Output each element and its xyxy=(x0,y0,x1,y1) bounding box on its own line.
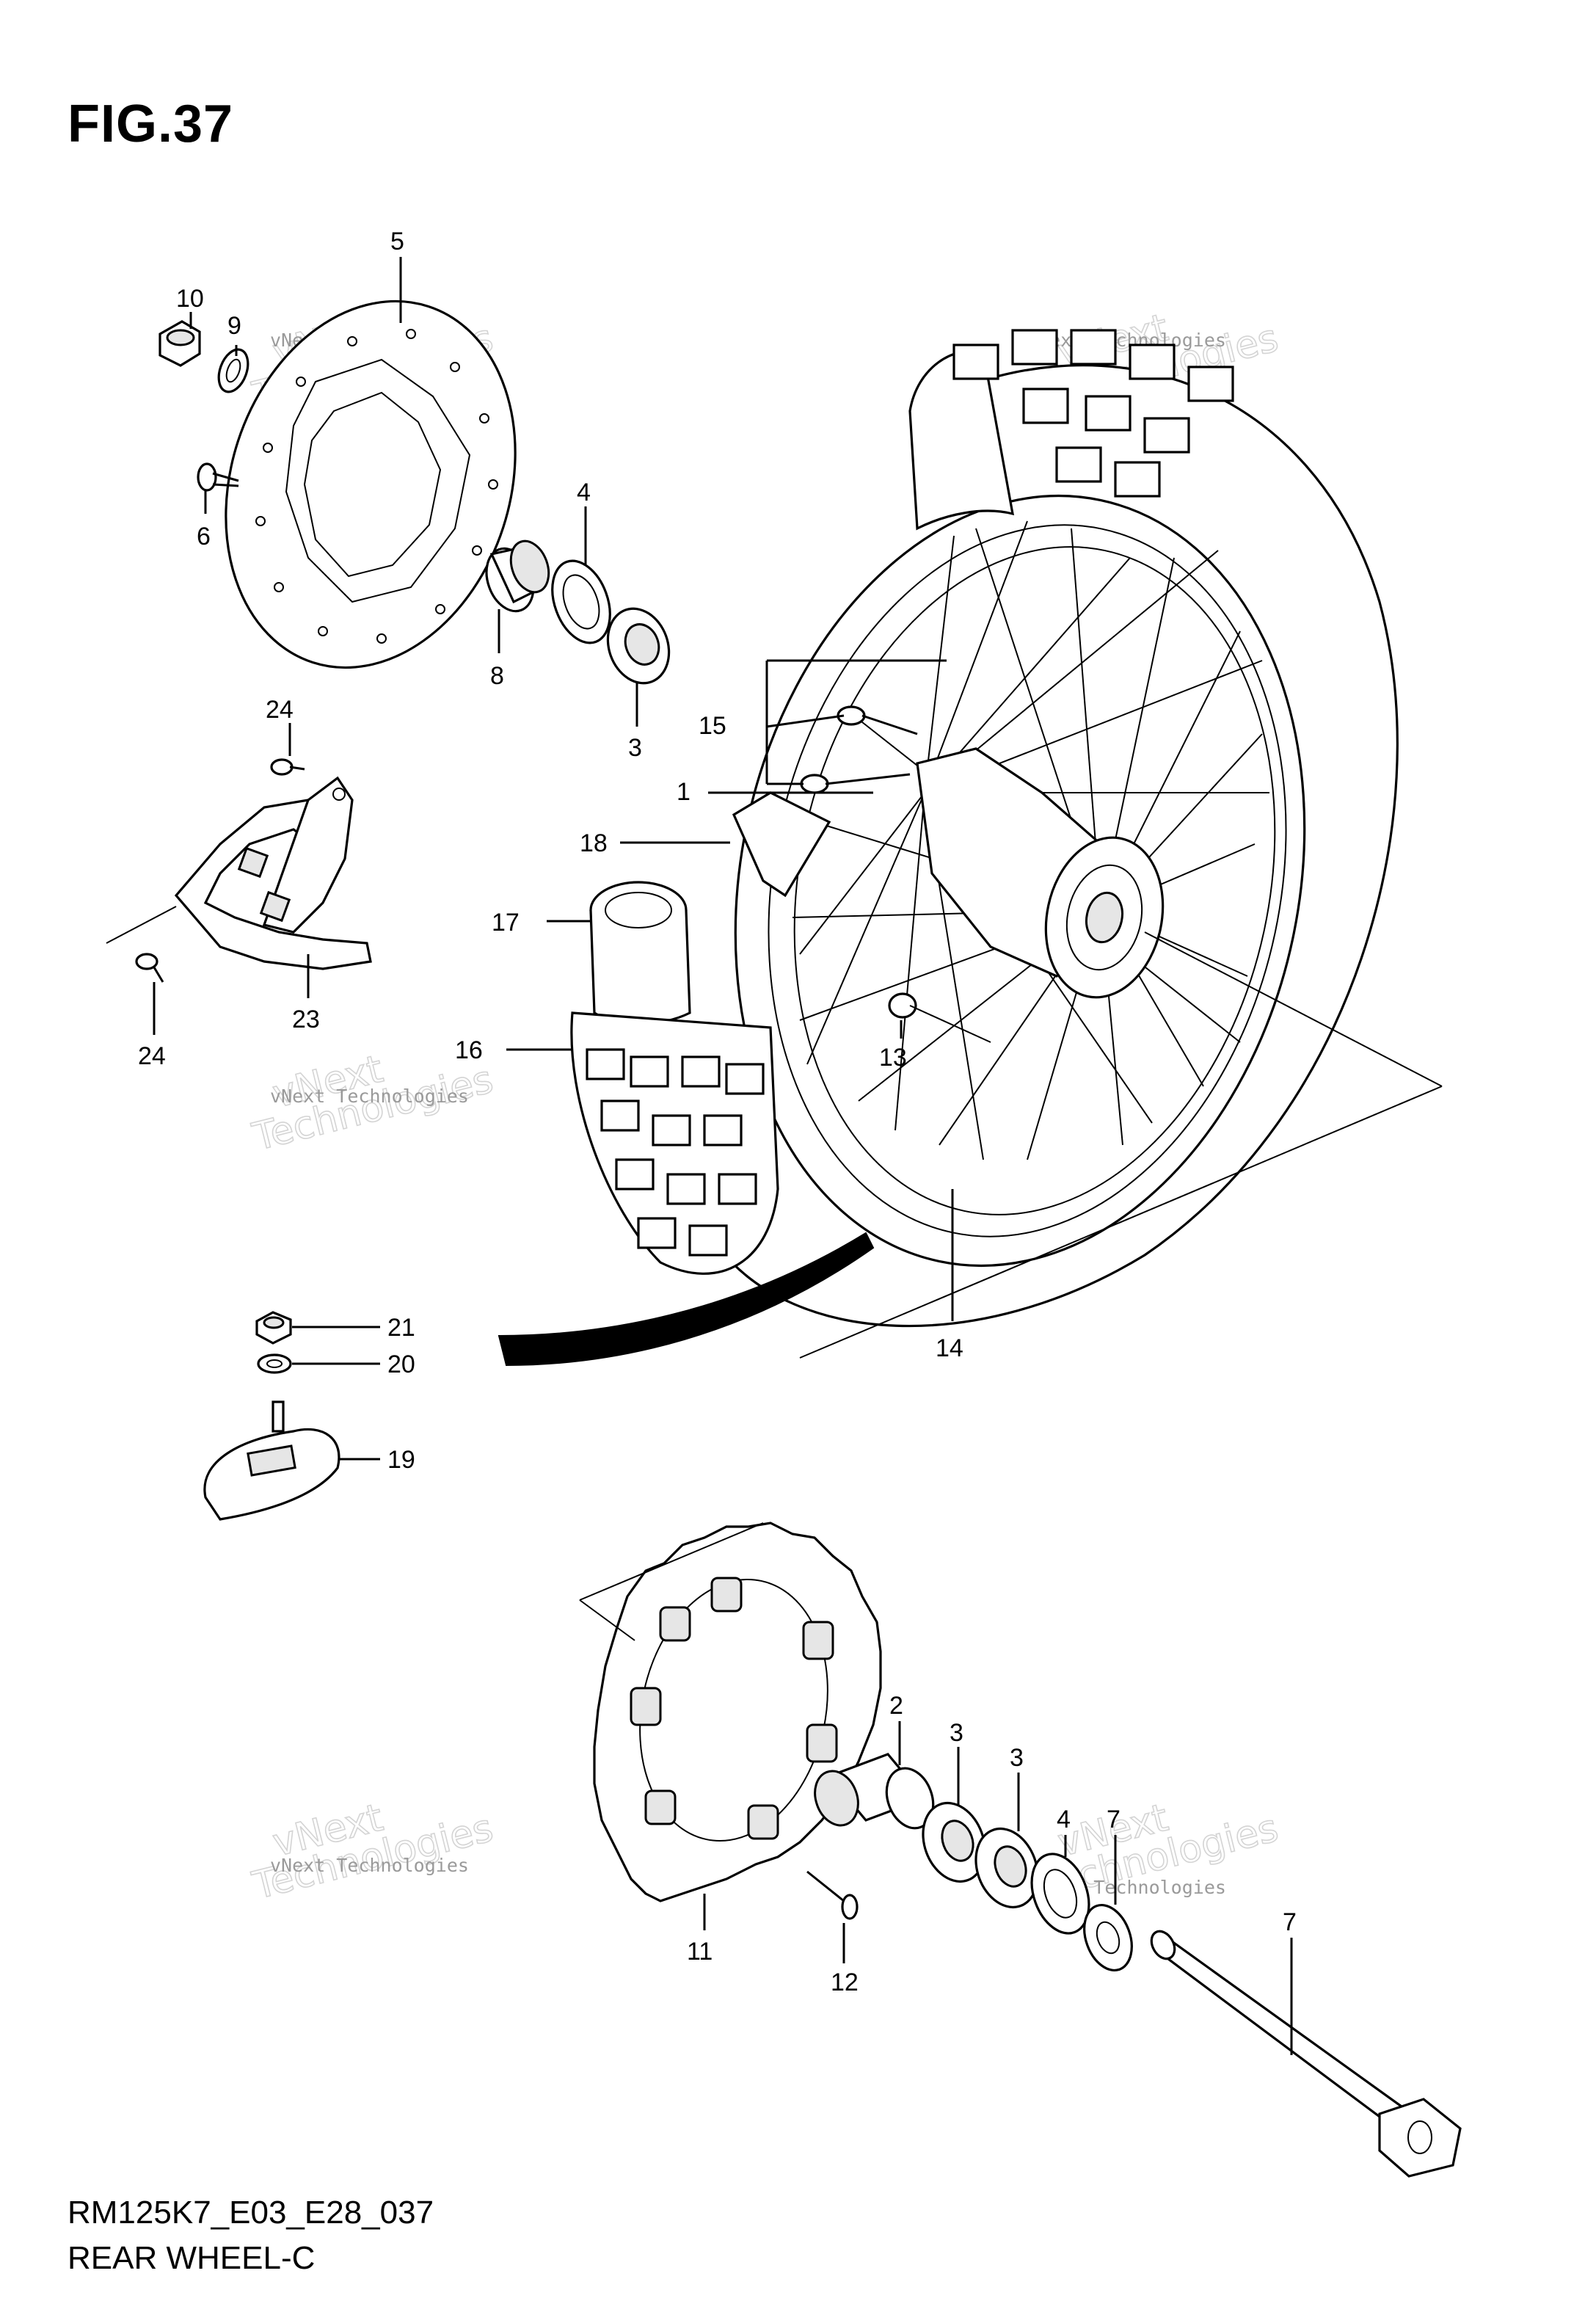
washer-21 xyxy=(257,1353,292,1374)
svg-text:vNext Technologies: vNext Technologies xyxy=(270,1086,469,1107)
callout-3-lower-b: 3 xyxy=(1010,1744,1024,1772)
callout-1: 1 xyxy=(677,778,690,806)
callout-23: 23 xyxy=(292,1006,320,1033)
leader-lines xyxy=(153,257,1293,2055)
callout-5: 5 xyxy=(390,228,404,255)
callout-24-bottom: 24 xyxy=(138,1042,166,1070)
callout-2: 2 xyxy=(889,1692,903,1720)
model-code: RM125K7_E03_E28_037 xyxy=(68,2195,434,2231)
tube-18 xyxy=(589,881,691,1025)
callout-17: 16 xyxy=(455,1036,483,1064)
bearing-3-top xyxy=(606,607,671,685)
bolt-6 xyxy=(197,462,239,492)
callout-22: 21 xyxy=(387,1314,415,1342)
callout-21: 20 xyxy=(387,1351,415,1378)
rim-lock-20 xyxy=(203,1400,340,1521)
svg-text:vNext Technologies: vNext Technologies xyxy=(270,1855,469,1876)
callout-8: 8 xyxy=(490,662,504,690)
bolt-24-bottom xyxy=(135,953,164,983)
callout-3-lower-a: 3 xyxy=(950,1719,963,1747)
axle-7 xyxy=(1150,1930,1462,2178)
callout-24-top: 24 xyxy=(266,696,294,724)
callout-19: 18 xyxy=(580,829,608,857)
callout-9: 7 xyxy=(1107,1806,1121,1833)
callout-axle-7: 7 xyxy=(1283,1908,1297,1936)
callout-3-top: 3 xyxy=(628,734,642,762)
bearing-3-lower-b xyxy=(974,1827,1039,1909)
assembly-lines xyxy=(106,906,1443,1641)
tire-tread-top xyxy=(908,329,1234,531)
callout-20: 19 xyxy=(387,1446,415,1474)
bolt-24-top xyxy=(270,758,305,776)
rim-lock-strap xyxy=(498,1232,875,1367)
callout-labels: 5 10 9 6 4 8 3 15 1 18 17 16 13 14 24 24… xyxy=(138,228,1297,1996)
tire-17 xyxy=(570,1011,779,1275)
sprocket-12 xyxy=(593,1522,882,1902)
disc-holes xyxy=(255,329,498,644)
disc-cover-23 xyxy=(174,776,372,970)
callout-14: 13 xyxy=(879,1044,907,1072)
callout-12: 11 xyxy=(687,1938,713,1966)
callout-16: 15 xyxy=(699,712,726,740)
svg-text:vNext Technologies: vNext Technologies xyxy=(1027,330,1226,351)
figure-title: FIG.37 xyxy=(68,95,234,153)
callout-4-lower: 4 xyxy=(1057,1806,1071,1833)
bearing-3-lower-a xyxy=(922,1801,986,1883)
brake-disc xyxy=(225,299,517,669)
spacer-2 xyxy=(814,1753,935,1830)
spacer-9 xyxy=(1083,1903,1133,1972)
washer-10 xyxy=(217,348,249,393)
nipple-14 xyxy=(888,992,917,1019)
callout-4-top: 4 xyxy=(577,479,591,506)
spacer-8 xyxy=(485,539,550,613)
callout-11: 10 xyxy=(176,285,204,313)
nut-11 xyxy=(158,320,201,367)
rear-wheel xyxy=(696,329,1399,1328)
bolt-13 xyxy=(806,1870,859,1920)
callout-13: 12 xyxy=(831,1969,859,1996)
oil-seal-4-lower xyxy=(1030,1853,1090,1935)
oil-seal-4 xyxy=(551,559,611,644)
section-name: REAR WHEEL-C xyxy=(68,2240,316,2276)
callout-6: 6 xyxy=(197,523,211,550)
callout-10: 9 xyxy=(227,312,241,340)
callout-15: 14 xyxy=(936,1334,963,1362)
nut-22 xyxy=(255,1311,292,1345)
callout-18: 17 xyxy=(492,909,520,937)
